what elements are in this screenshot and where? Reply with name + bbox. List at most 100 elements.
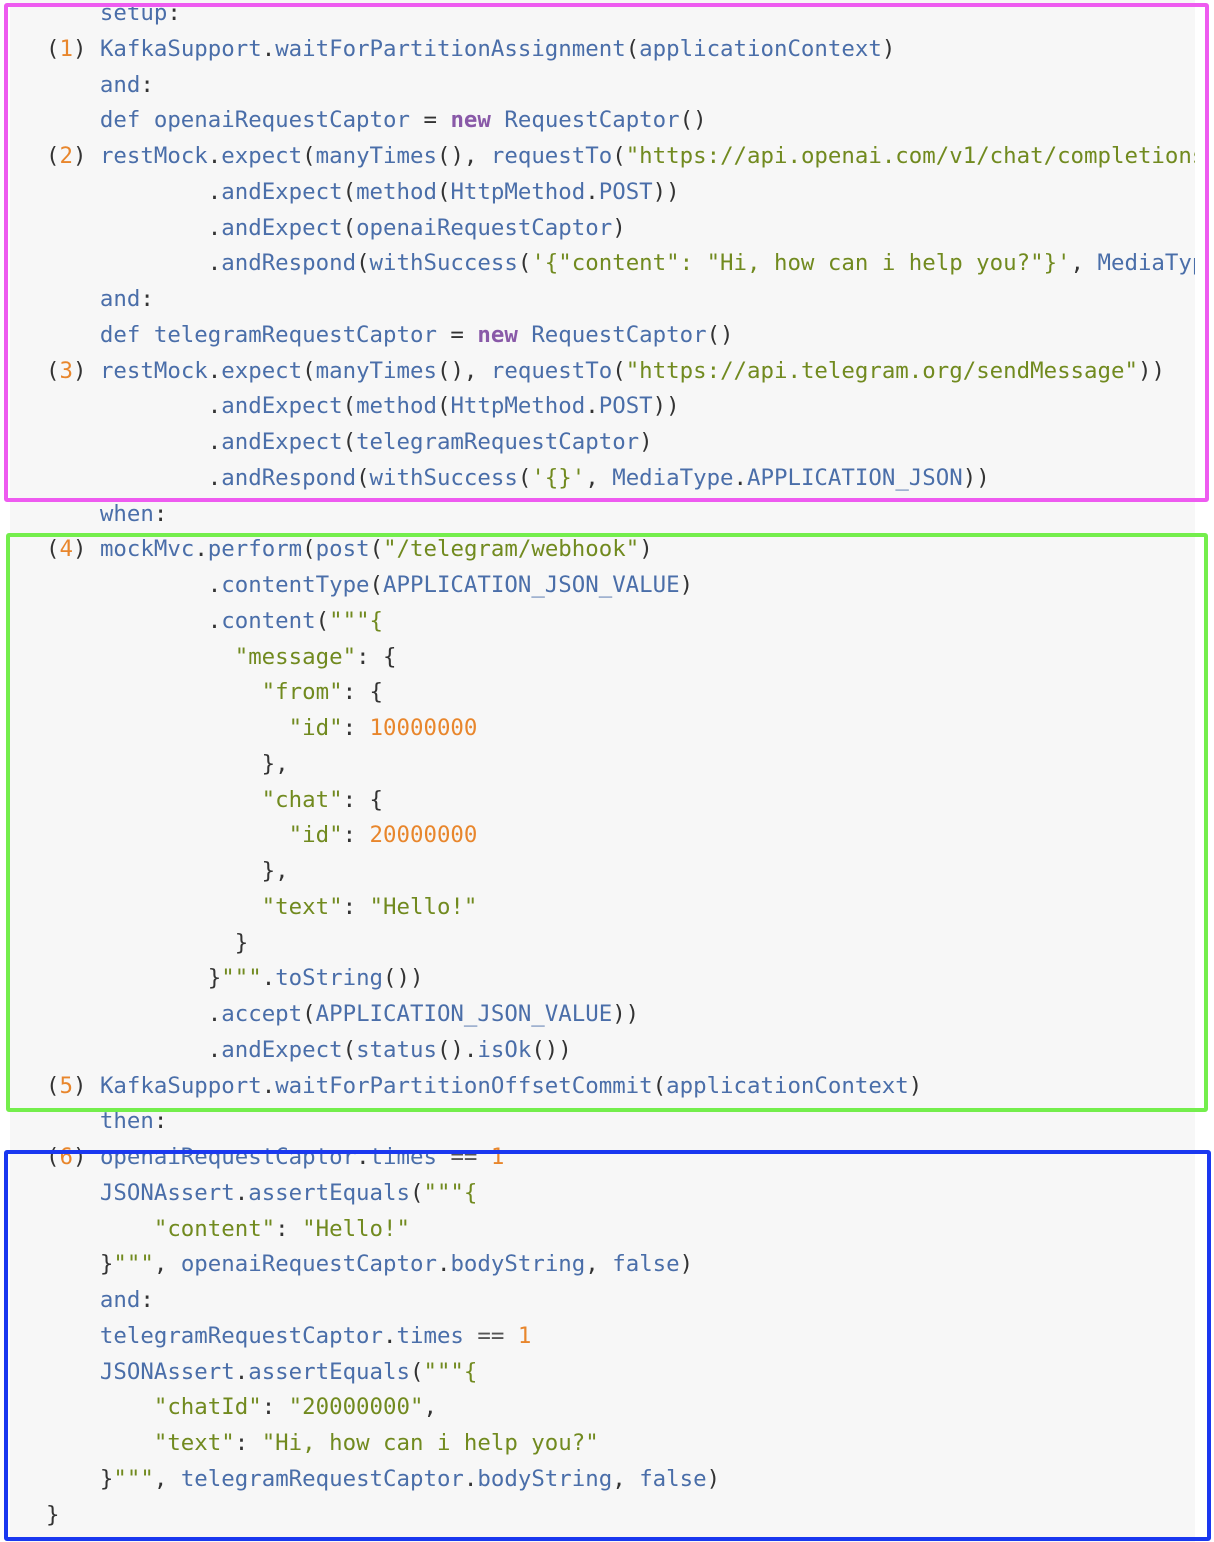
punctuation-token: ( xyxy=(302,143,316,169)
code-line: (4) mockMvc.perform(post("/telegram/webh… xyxy=(10,532,1195,568)
identifier-token: POST xyxy=(598,393,653,420)
punctuation-token: , xyxy=(585,1251,613,1278)
punctuation-token: }, xyxy=(99,750,289,777)
punctuation-token: ( xyxy=(356,250,370,277)
punctuation-token: ( xyxy=(436,178,451,205)
punctuation-token: : xyxy=(342,893,370,920)
punctuation-token: () xyxy=(679,107,707,134)
punctuation-token: ( xyxy=(302,1001,316,1027)
number-literal-token: 1 xyxy=(517,1322,532,1349)
punctuation-token: ( xyxy=(302,536,316,563)
identifier-token: mockMvc xyxy=(99,536,195,563)
identifier-token: false xyxy=(639,1465,707,1492)
string-literal-token: "https://api.openai.com/v1/chat/completi… xyxy=(625,143,1195,169)
punctuation-token: . xyxy=(234,1179,249,1206)
identifier-token: expect xyxy=(221,357,303,384)
punctuation-token: : xyxy=(261,1394,289,1421)
string-literal-token: "id" xyxy=(99,715,343,741)
operator-token: == xyxy=(463,1322,518,1349)
punctuation-token: , xyxy=(612,1465,640,1492)
punctuation-token: ( xyxy=(342,393,357,420)
punctuation-token: , xyxy=(423,1394,437,1421)
identifier-token: and xyxy=(99,1287,141,1313)
identifier-token: KafkaSupport xyxy=(99,1072,262,1099)
punctuation-token: : { xyxy=(356,643,397,670)
string-literal-token: '{"content": "Hi, how can i help you?"}' xyxy=(531,250,1071,277)
code-line: .content("""{ xyxy=(10,604,1195,640)
string-literal-token: "chatId" xyxy=(99,1394,262,1421)
identifier-token: bodyString xyxy=(450,1251,586,1278)
punctuation-token: ( xyxy=(342,214,357,241)
punctuation-token: . xyxy=(733,464,748,491)
punctuation-token: . xyxy=(99,607,222,634)
punctuation-token: ( xyxy=(436,393,451,420)
punctuation-token: . xyxy=(99,1036,222,1063)
code-line: }""", openaiRequestCaptor.bodyString, fa… xyxy=(10,1247,1195,1283)
string-literal-token: "https://api.telegram.org/sendMessage" xyxy=(625,357,1138,384)
string-literal-token: '{}' xyxy=(531,464,586,491)
step-number: 2 xyxy=(59,143,73,169)
punctuation-token: . xyxy=(207,357,222,384)
code-block: setup:(1) KafkaSupport.waitForPartitionA… xyxy=(10,0,1195,1542)
code-line: "chatId": "20000000", xyxy=(10,1390,1195,1426)
punctuation-token: . xyxy=(261,1072,276,1099)
code-line: (5) KafkaSupport.waitForPartitionOffsetC… xyxy=(10,1069,1195,1105)
code-line: and: xyxy=(10,282,1195,318)
code-line: and: xyxy=(10,68,1195,104)
identifier-token: andExpect xyxy=(221,429,343,455)
punctuation-token: . xyxy=(99,214,222,241)
string-literal-token: "message" xyxy=(99,643,357,670)
punctuation-token: ( xyxy=(517,464,532,491)
punctuation-token: : { xyxy=(342,786,384,813)
identifier-token: expect xyxy=(221,143,303,169)
string-literal-token: "chat" xyxy=(99,786,343,813)
punctuation-token: ( xyxy=(517,250,532,277)
punctuation-token: ( xyxy=(612,143,626,169)
punctuation-token: } xyxy=(99,965,222,992)
identifier-token: APPLICATION_JSON_VALUE xyxy=(383,572,680,598)
identifier-token: openaiRequestCaptor xyxy=(99,1144,357,1170)
code-line: "id": 20000000 xyxy=(10,818,1195,854)
punctuation-token: ) xyxy=(679,572,694,598)
step-number: 5 xyxy=(59,1072,73,1099)
identifier-token: MediaType xyxy=(612,464,734,491)
step-marker-close: ) xyxy=(72,35,100,62)
step-marker-close: ) xyxy=(72,1072,100,1099)
identifier-token: applicationContext xyxy=(639,35,882,62)
punctuation-token: . xyxy=(99,250,222,277)
string-literal-token: """ xyxy=(113,1465,154,1492)
identifier-token: openaiRequestCaptor xyxy=(180,1251,437,1278)
punctuation-token: ( xyxy=(369,572,384,598)
code-line: when: xyxy=(10,497,1195,533)
code-line: then: xyxy=(10,1104,1195,1140)
identifier-token: andRespond xyxy=(221,250,357,277)
code-line: def openaiRequestCaptor = new RequestCap… xyxy=(10,103,1195,139)
code-line: }, xyxy=(10,747,1195,783)
string-literal-token: "20000000" xyxy=(288,1394,424,1421)
code-line: }""".toString()) xyxy=(10,961,1195,997)
punctuation-token: . xyxy=(207,143,222,169)
code-line: } xyxy=(10,1498,1195,1534)
punctuation-token: )) xyxy=(652,178,680,205)
punctuation-token: : xyxy=(140,286,154,312)
punctuation-token: . xyxy=(383,1322,397,1349)
identifier-token: andExpect xyxy=(221,178,343,205)
number-literal-token: 20000000 xyxy=(369,822,478,849)
identifier-token: and xyxy=(99,71,141,98)
step-number: 4 xyxy=(59,536,73,563)
code-line: "content": "Hello!" xyxy=(10,1212,1195,1248)
punctuation-token: ) xyxy=(706,1465,721,1492)
punctuation-token: ) xyxy=(679,1251,694,1278)
punctuation-token: (). xyxy=(436,1036,478,1063)
punctuation-token: )) xyxy=(652,393,680,420)
code-line: "id": 10000000 xyxy=(10,711,1195,747)
punctuation-token: ) xyxy=(612,214,626,241)
identifier-token: telegramRequestCaptor xyxy=(180,1465,464,1492)
string-literal-token: """{ xyxy=(329,607,384,634)
code-lines: setup:(1) KafkaSupport.waitForPartitionA… xyxy=(10,0,1195,1533)
code-line: }, xyxy=(10,854,1195,890)
punctuation-token: , xyxy=(585,464,613,491)
identifier-token: toString xyxy=(275,965,384,992)
identifier-token: telegramRequestCaptor xyxy=(356,429,640,455)
then-highlight-box xyxy=(4,1150,1211,1541)
